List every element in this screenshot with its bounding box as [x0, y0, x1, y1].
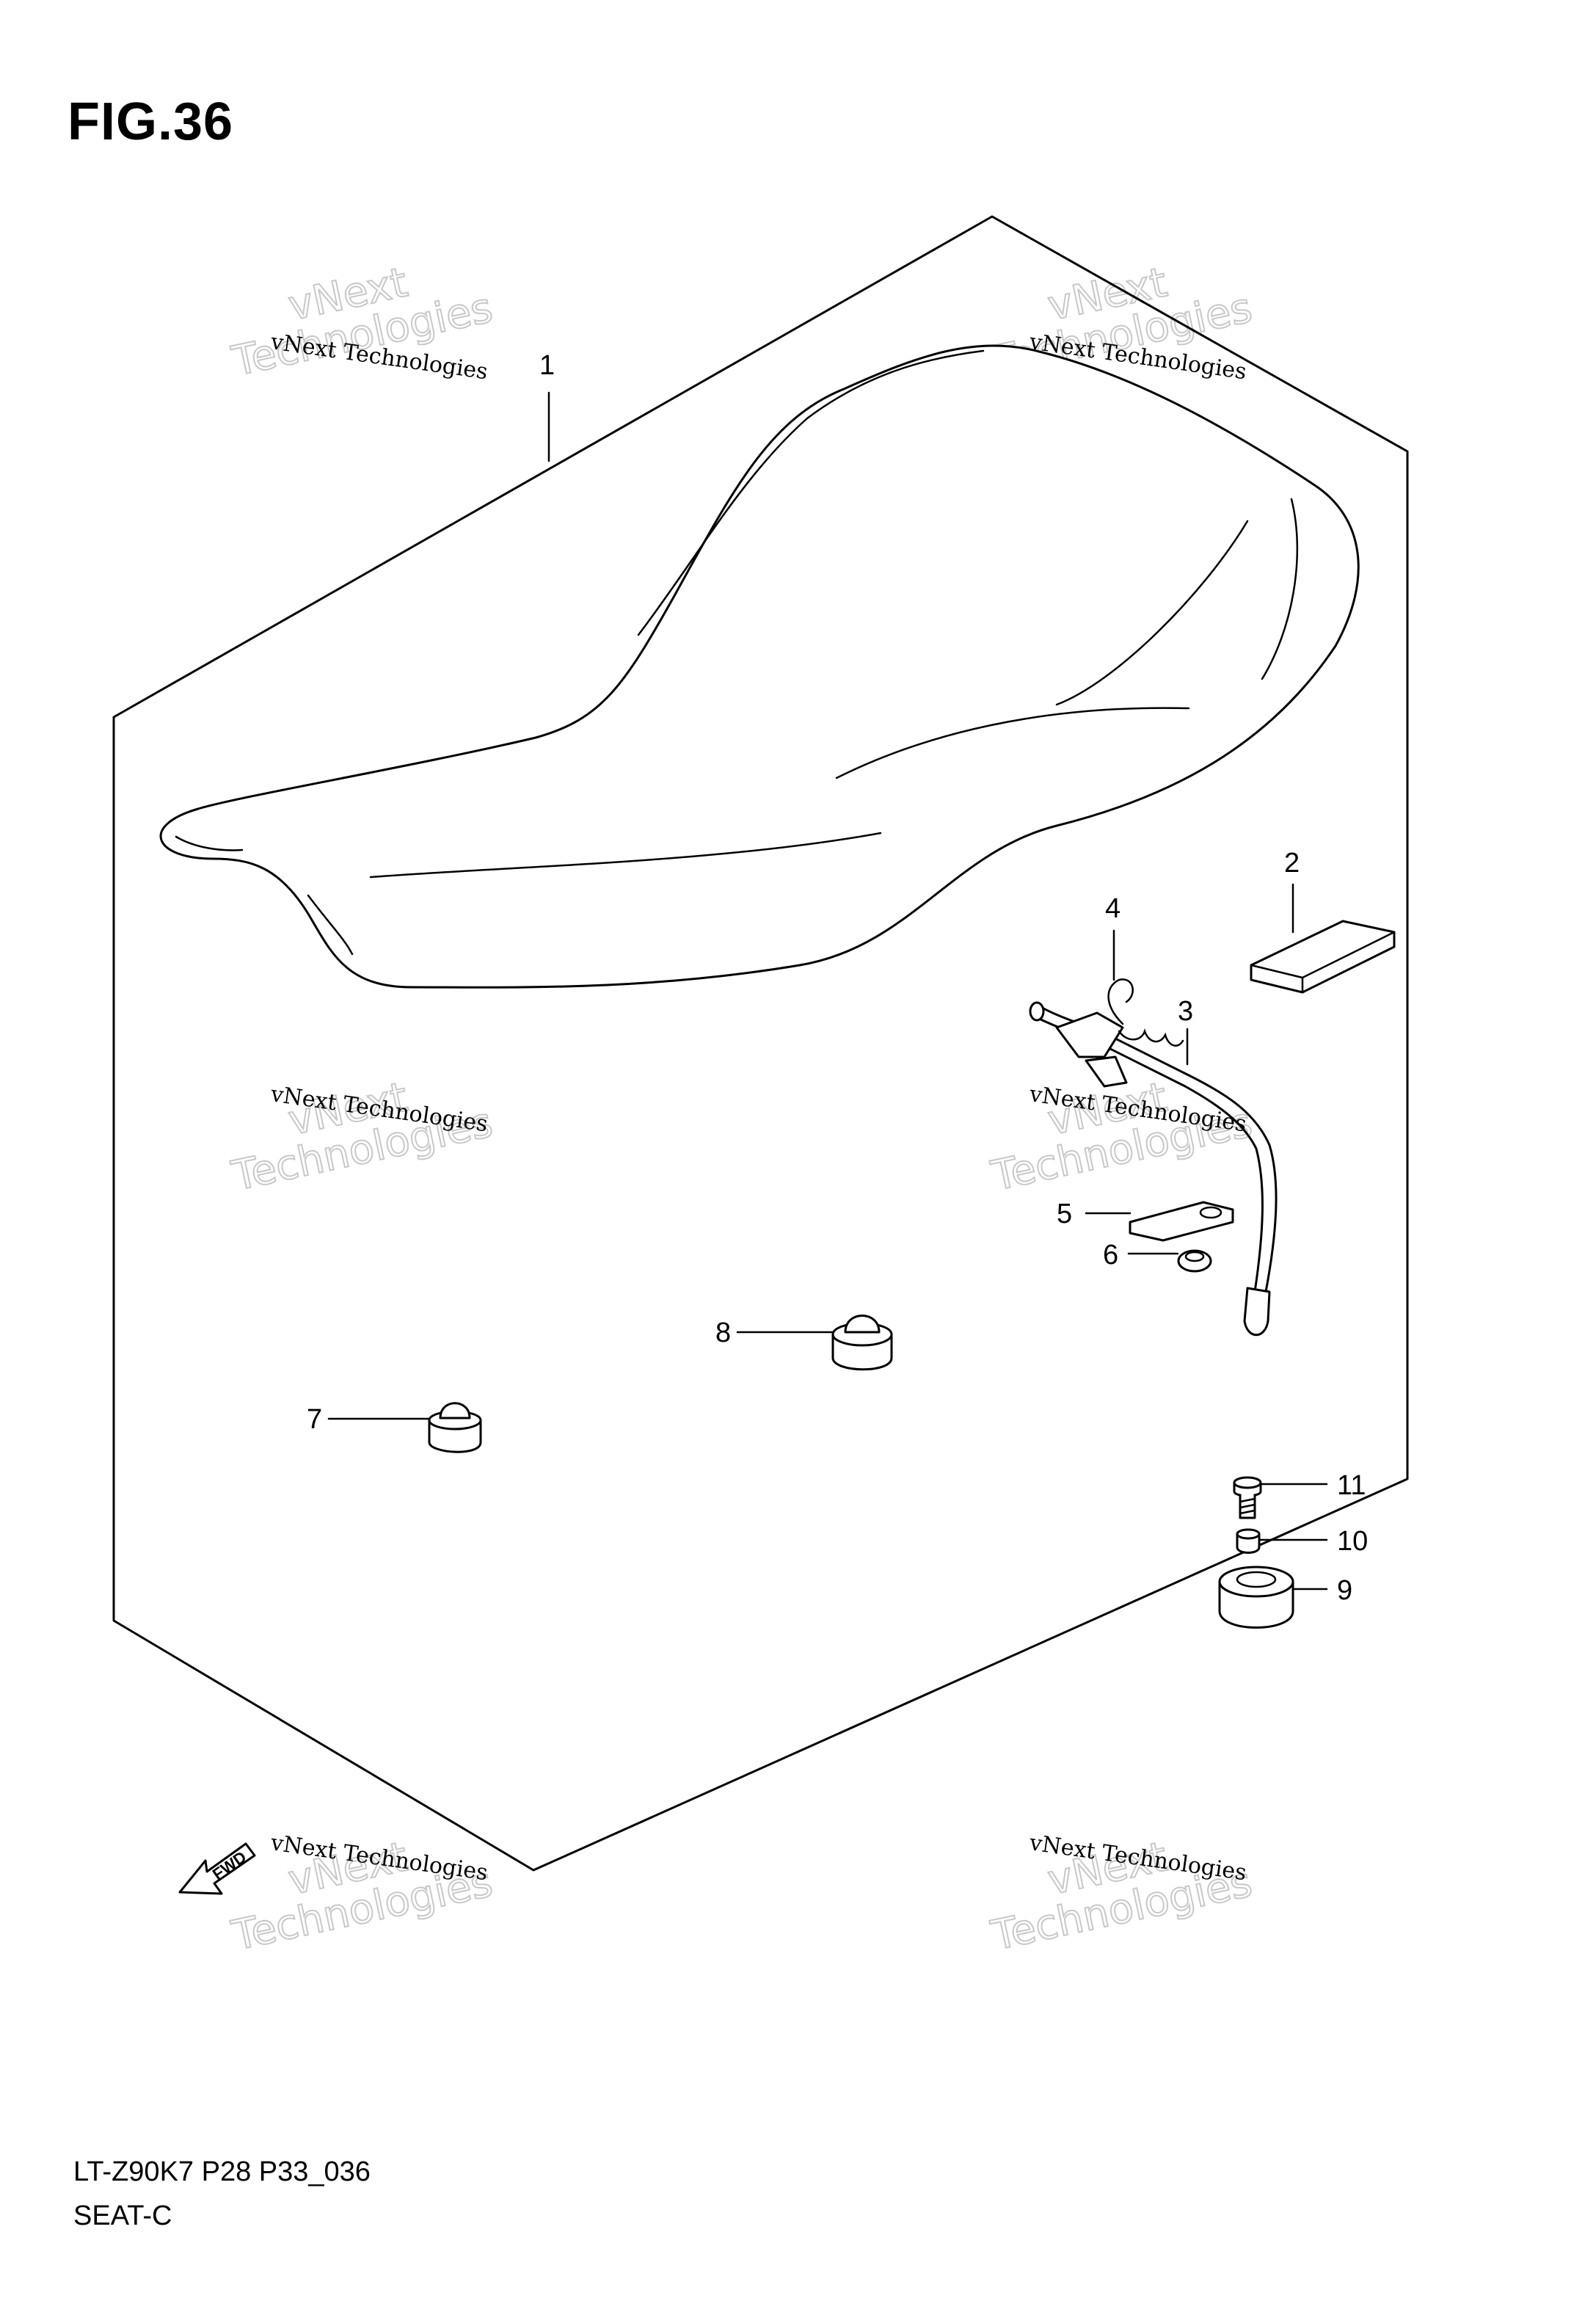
- watermark-bottom-right: vNext Technologies: [986, 1832, 1256, 1960]
- assembly-boundary: [112, 215, 1409, 1872]
- return-spring: [1107, 978, 1184, 1047]
- seat-contour: [637, 349, 985, 636]
- callout-10: 10: [1337, 1526, 1368, 1557]
- seat-assembly: [159, 344, 1360, 989]
- seat-contour: [835, 707, 1190, 779]
- figure-title: FIG.36: [68, 92, 234, 151]
- cushion-small: [428, 1402, 482, 1453]
- seat-contour: [1055, 520, 1249, 706]
- seat-contour: [307, 894, 354, 956]
- bolt: [1233, 1476, 1262, 1519]
- callout-6: 6: [1103, 1240, 1118, 1270]
- callout-2: 2: [1284, 848, 1300, 879]
- callout-3: 3: [1178, 996, 1193, 1027]
- nut: [1177, 1249, 1212, 1273]
- callout-1: 1: [539, 350, 555, 381]
- forward-arrow-icon: FWD: [178, 1842, 256, 1895]
- callout-7: 7: [307, 1404, 322, 1435]
- section-name: SEAT-C: [73, 2200, 172, 2231]
- cushion-large: [831, 1315, 893, 1371]
- bushing: [1236, 1528, 1261, 1554]
- seat-contour: [369, 832, 882, 879]
- lock-plate: [1129, 1201, 1234, 1242]
- seat-contour: [175, 835, 244, 851]
- callout-8: 8: [715, 1317, 731, 1348]
- collar: [1218, 1566, 1294, 1629]
- model-code: LT-Z90K7 P28 P33_036: [73, 2156, 371, 2187]
- callout-11: 11: [1337, 1470, 1366, 1501]
- seat-lock-rod: [1029, 1001, 1278, 1337]
- watermark-top-right: vNext Technologies: [986, 258, 1256, 386]
- callout-numbers: 1 2 3 4 5 6 7 8 9 10 11: [307, 350, 1368, 1606]
- seat-contour: [1261, 498, 1299, 680]
- callout-5: 5: [1057, 1199, 1072, 1229]
- seat-outline: [159, 344, 1360, 989]
- label-plate: [1250, 920, 1396, 994]
- leader-lines: [327, 391, 1328, 1591]
- callout-4: 4: [1105, 893, 1121, 924]
- callout-9: 9: [1337, 1575, 1352, 1606]
- watermark-bottom-left: vNext Technologies: [227, 1832, 497, 1960]
